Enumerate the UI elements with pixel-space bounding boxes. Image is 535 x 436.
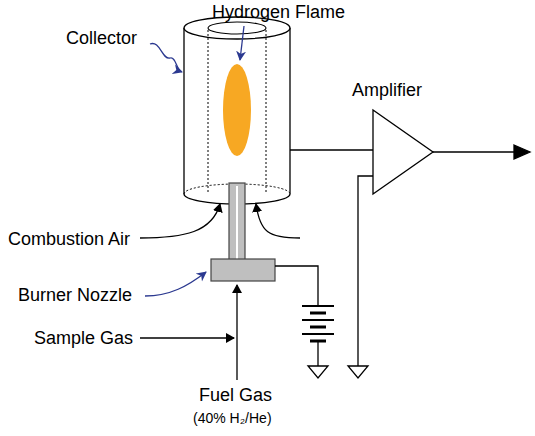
leader-arrow (240, 26, 244, 60)
flame-label: Hydrogen Flame (212, 2, 345, 22)
sample-label: Sample Gas (34, 328, 133, 348)
fuel-label: Fuel Gas (199, 385, 272, 405)
air-arrow (256, 204, 300, 238)
fuel-arrow (236, 285, 237, 380)
amplifier-symbol (290, 110, 530, 378)
sample-arrow (140, 337, 234, 338)
collector-label: Collector (66, 28, 137, 48)
burner-nozzle (211, 183, 275, 281)
collector-cylinder (184, 17, 290, 204)
fuel-mix-label: (40% H₂/He) (193, 410, 272, 426)
air-arrow (140, 204, 220, 238)
hydrogen-flame (223, 64, 251, 156)
nozzle-label: Burner Nozzle (18, 285, 132, 305)
amplifier-label: Amplifier (352, 80, 422, 100)
leader-arrow (150, 43, 182, 72)
leader-arrow (145, 272, 206, 296)
battery-symbol (275, 266, 334, 378)
air-label: Combustion Air (8, 229, 130, 249)
